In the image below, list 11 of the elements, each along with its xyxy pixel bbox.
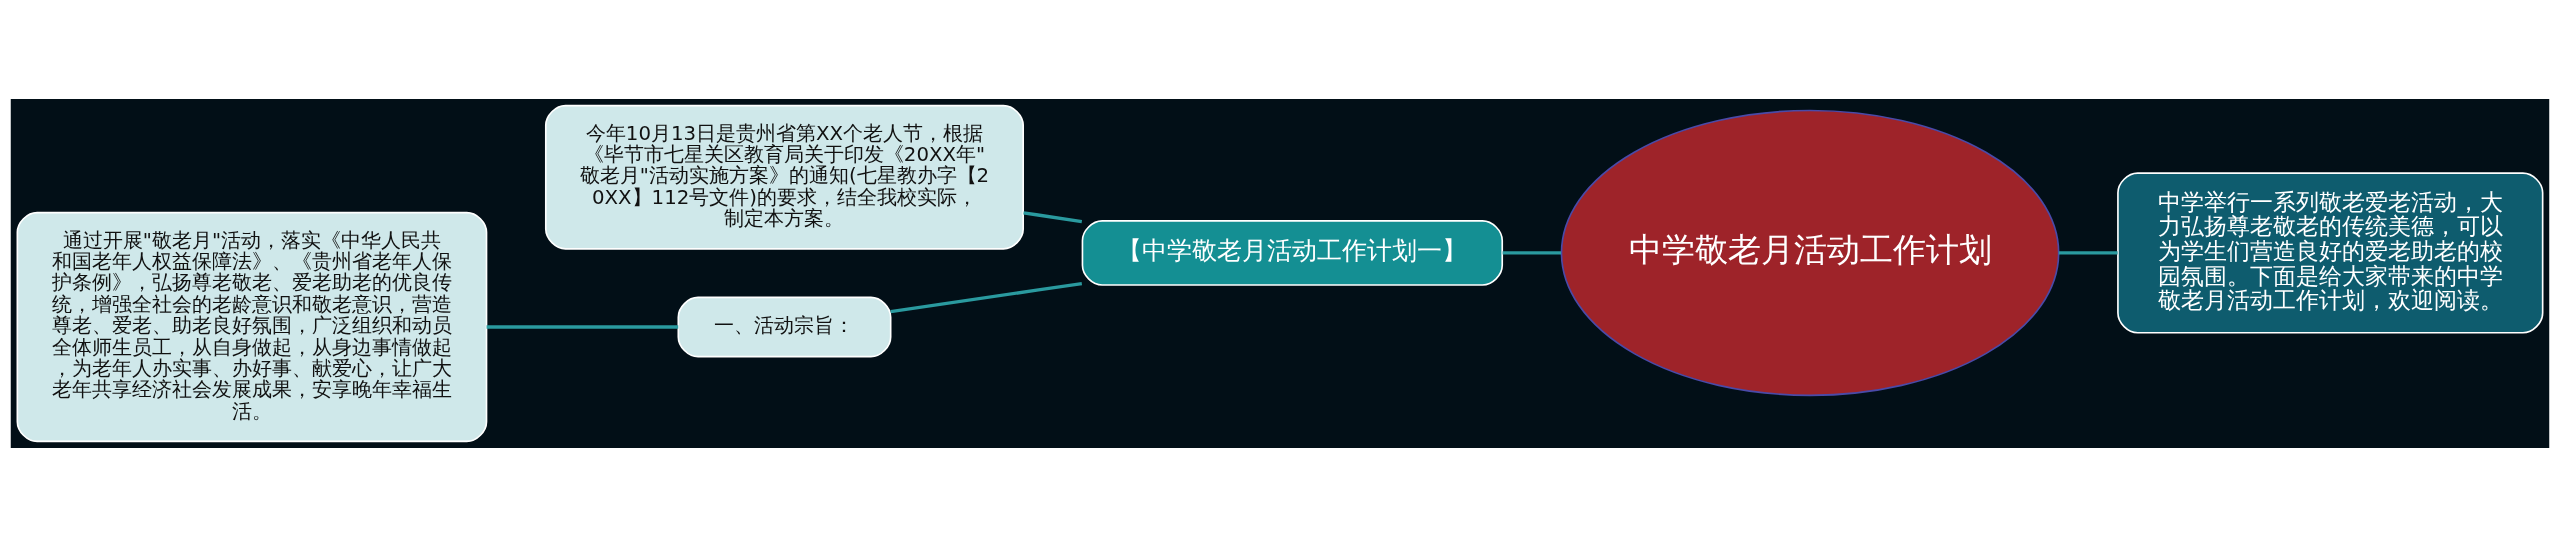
connector [1023, 211, 1083, 224]
connector [1502, 251, 1561, 255]
node-box: 中学举行一系列敬老爱老活动，大力弘扬尊老敬老的传统美德，可以为学生们营造良好的爱老助老的校园氛围。下面是给大家带来的中学敬老月活动工作计划，欢迎阅读。 [2117, 172, 2544, 334]
connector [2058, 251, 2118, 255]
node-box: 一、活动宗旨： [677, 296, 892, 358]
node-box: 今年10月13日是贵州省第XX个老人节，根据《毕节市七星关区教育局关于印发《20XX年"敬老月"活动实施方案》的通知(七星教办字【20XX】112号文件)的要求，结全我校实际，制定本方案。 [544, 104, 1024, 250]
node-box: 通过开展"敬老月"活动，落实《中华人民共和国老年人权益保障法》、《贵州省老年人保护条例》，弘扬尊老敬老、爱老助老的优良传统，增强全社会的老龄意识和敬老意识，营造尊老、爱老、助老良好氛围，广泛组织和动员全体师生员工，从自身做起，从身边事情做起，为老年人办实事、办好事、献爱心，让广大老年共享经济社会发展成果，安享晚年幸福生活。 [16, 211, 488, 443]
node-box: 【中学敬老月活动工作计划一】 [1081, 220, 1504, 286]
connector [486, 325, 679, 329]
connector [890, 281, 1083, 314]
node-ellipse: 中学敬老月活动工作计划 [1560, 109, 2060, 397]
